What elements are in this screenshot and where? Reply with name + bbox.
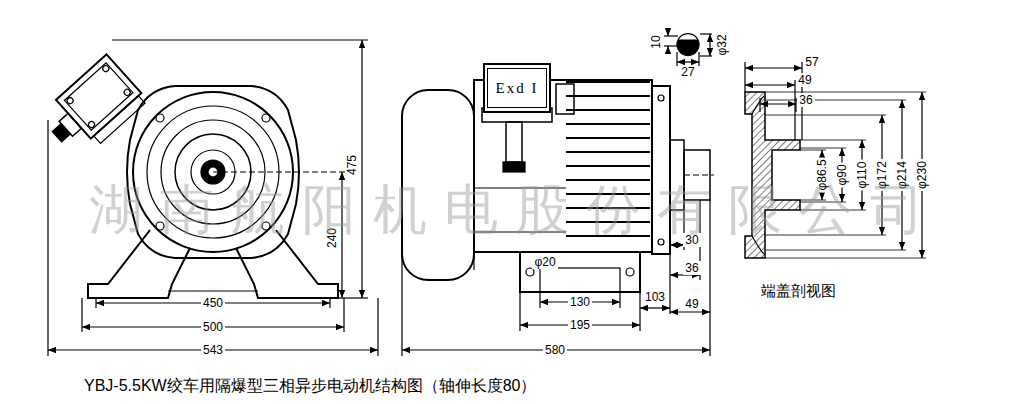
dimension-label: 195 — [568, 318, 592, 332]
dimension-label: φ20 — [532, 255, 557, 269]
view-title: 端盖剖视图 — [759, 282, 838, 299]
dimension-label: 27 — [679, 65, 696, 79]
key-section — [664, 28, 712, 66]
watermark: 湖南航阳机电股份有限公司 — [89, 183, 941, 237]
drawing-caption: YBJ-5.5KW绞车用隔爆型三相异步电动机结构图（轴伸长度80） — [84, 378, 536, 394]
explosion-proof-mark: Exd I — [496, 80, 539, 97]
dimension-label: 36 — [797, 93, 814, 107]
dimension-label: φ32 — [715, 32, 729, 57]
dimension-label: 580 — [543, 343, 567, 357]
dimension-label: 130 — [568, 295, 592, 309]
dimension-label: 500 — [201, 320, 225, 334]
dimension-label: 10 — [649, 33, 663, 50]
nameplate-box: Exd I — [487, 68, 547, 108]
dimension-label: 57 — [803, 55, 820, 69]
dimension-label: 103 — [643, 290, 667, 304]
dimension-label: 543 — [201, 343, 225, 357]
dimension-label: 450 — [201, 296, 225, 310]
dimension-label: 49 — [683, 297, 700, 311]
dimension-label: 49 — [796, 73, 813, 87]
dimension-label: 475 — [345, 153, 359, 177]
dimension-label: 36 — [683, 261, 700, 275]
